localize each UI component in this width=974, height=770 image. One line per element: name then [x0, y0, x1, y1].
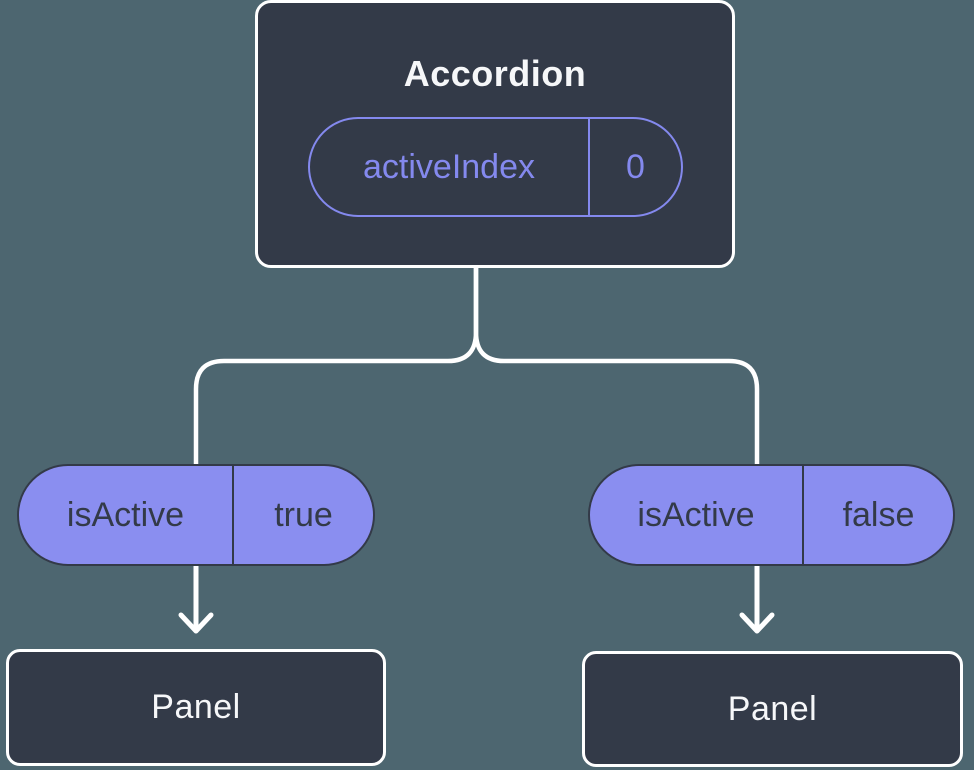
state-pill-is-active-false: isActive false	[588, 464, 955, 566]
state-pill-divider	[802, 466, 804, 564]
prop-name-label: activeIndex	[363, 147, 535, 186]
state-pill-is-active-true: isActive true	[17, 464, 375, 566]
panel-node-left: Panel	[6, 649, 386, 766]
accordion-node: Accordion activeIndex 0	[255, 0, 735, 268]
panel-title: Panel	[727, 689, 818, 728]
state-name-label: isActive	[637, 495, 755, 534]
state-name-label: isActive	[66, 495, 185, 534]
panel-node-right: Panel	[582, 651, 963, 767]
state-value-label: true	[274, 495, 333, 534]
prop-value-label: 0	[626, 147, 645, 186]
accordion-title: Accordion	[403, 53, 587, 94]
active-index-prop-pill: activeIndex 0	[308, 117, 683, 217]
panel-title: Panel	[151, 688, 241, 726]
state-value-label: false	[842, 495, 915, 534]
prop-pill-divider	[588, 119, 590, 215]
state-pill-divider	[232, 466, 234, 564]
connector-fork-right	[473, 261, 760, 467]
arrow-down-right	[739, 563, 775, 634]
arrow-down-left	[178, 563, 214, 634]
connector-fork-left	[193, 261, 479, 467]
